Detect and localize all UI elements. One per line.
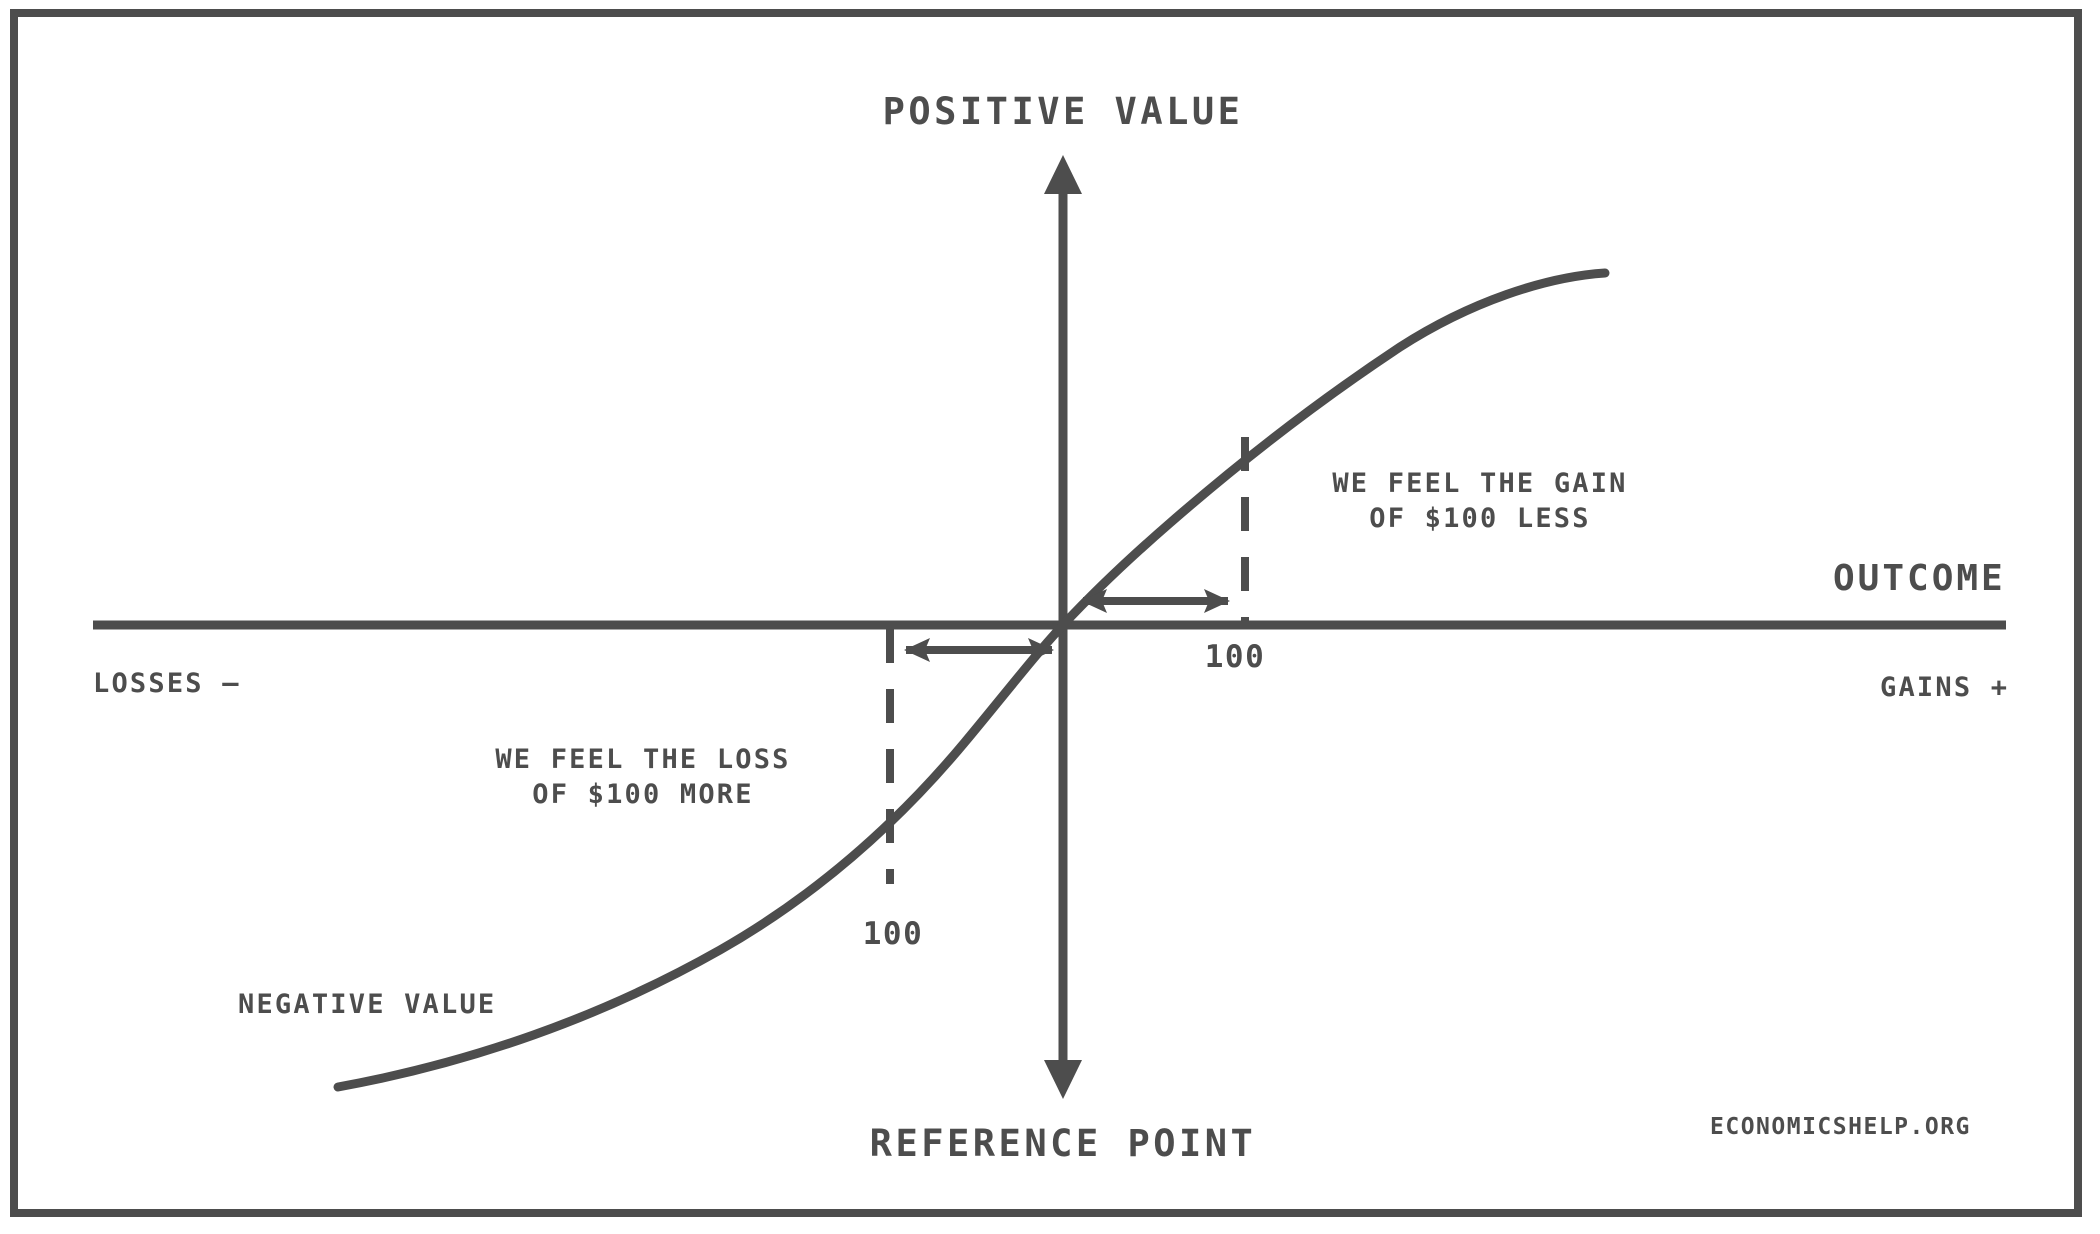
loss-annotation: WE FEEL THE LOSS OF $100 MORE (495, 743, 790, 812)
loss-tick-label: 100 (862, 916, 924, 952)
diagram-border-frame (10, 9, 2082, 1217)
gain-annotation-line-2: OF $100 LESS (1369, 502, 1591, 534)
negative-value-label: NEGATIVE VALUE (238, 989, 497, 1020)
reference-point-label: REFERENCE POINT (869, 1122, 1257, 1165)
losses-axis-label: LOSSES – (93, 668, 241, 699)
gain-annotation-line-1: WE FEEL THE GAIN (1332, 468, 1628, 499)
gain-annotation: WE FEEL THE GAIN OF $100 LESS (1332, 467, 1627, 536)
loss-annotation-line-2: OF $100 MORE (532, 778, 754, 810)
page-title: POSITIVE VALUE (882, 90, 1244, 133)
value-function-curve (333, 268, 1610, 1092)
y-axis-down-arrowhead (1044, 1060, 1082, 1099)
y-axis-up-arrowhead (1044, 155, 1082, 194)
gains-axis-label: GAINS + (1880, 672, 2010, 703)
gain-tick-label: 100 (1204, 639, 1266, 675)
watermark: ECONOMICSHELP.ORG (1710, 1114, 1971, 1140)
x-axis-label: OUTCOME (1833, 558, 2006, 599)
loss-annotation-line-1: WE FEEL THE LOSS (495, 744, 791, 775)
